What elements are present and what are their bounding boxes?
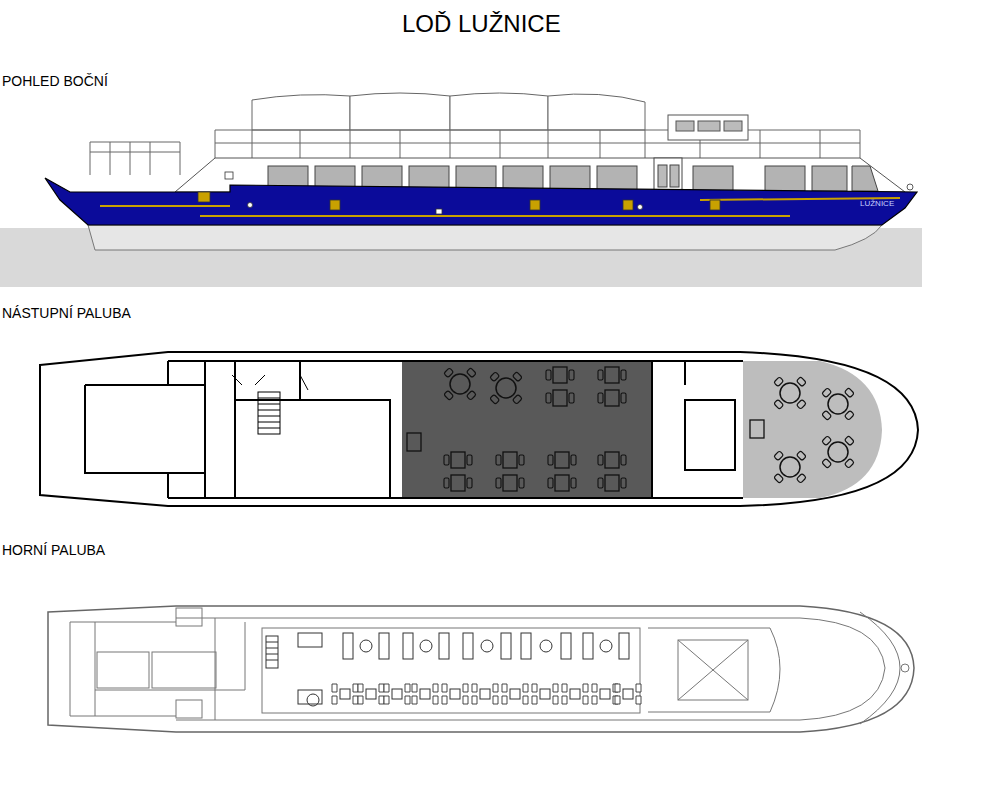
section-label: NÁSTUPNÍ PALUBA — [2, 305, 131, 321]
hull-name: LUŽNICE — [860, 199, 894, 208]
boarding-deck-plan — [40, 352, 918, 506]
side-view — [0, 93, 922, 287]
upper-deck-plan — [48, 606, 914, 732]
diagram-title: LOĎ LUŽNICE — [402, 10, 561, 38]
section-label: POHLED BOČNÍ — [2, 73, 108, 89]
section-label: HORNÍ PALUBA — [2, 542, 105, 558]
